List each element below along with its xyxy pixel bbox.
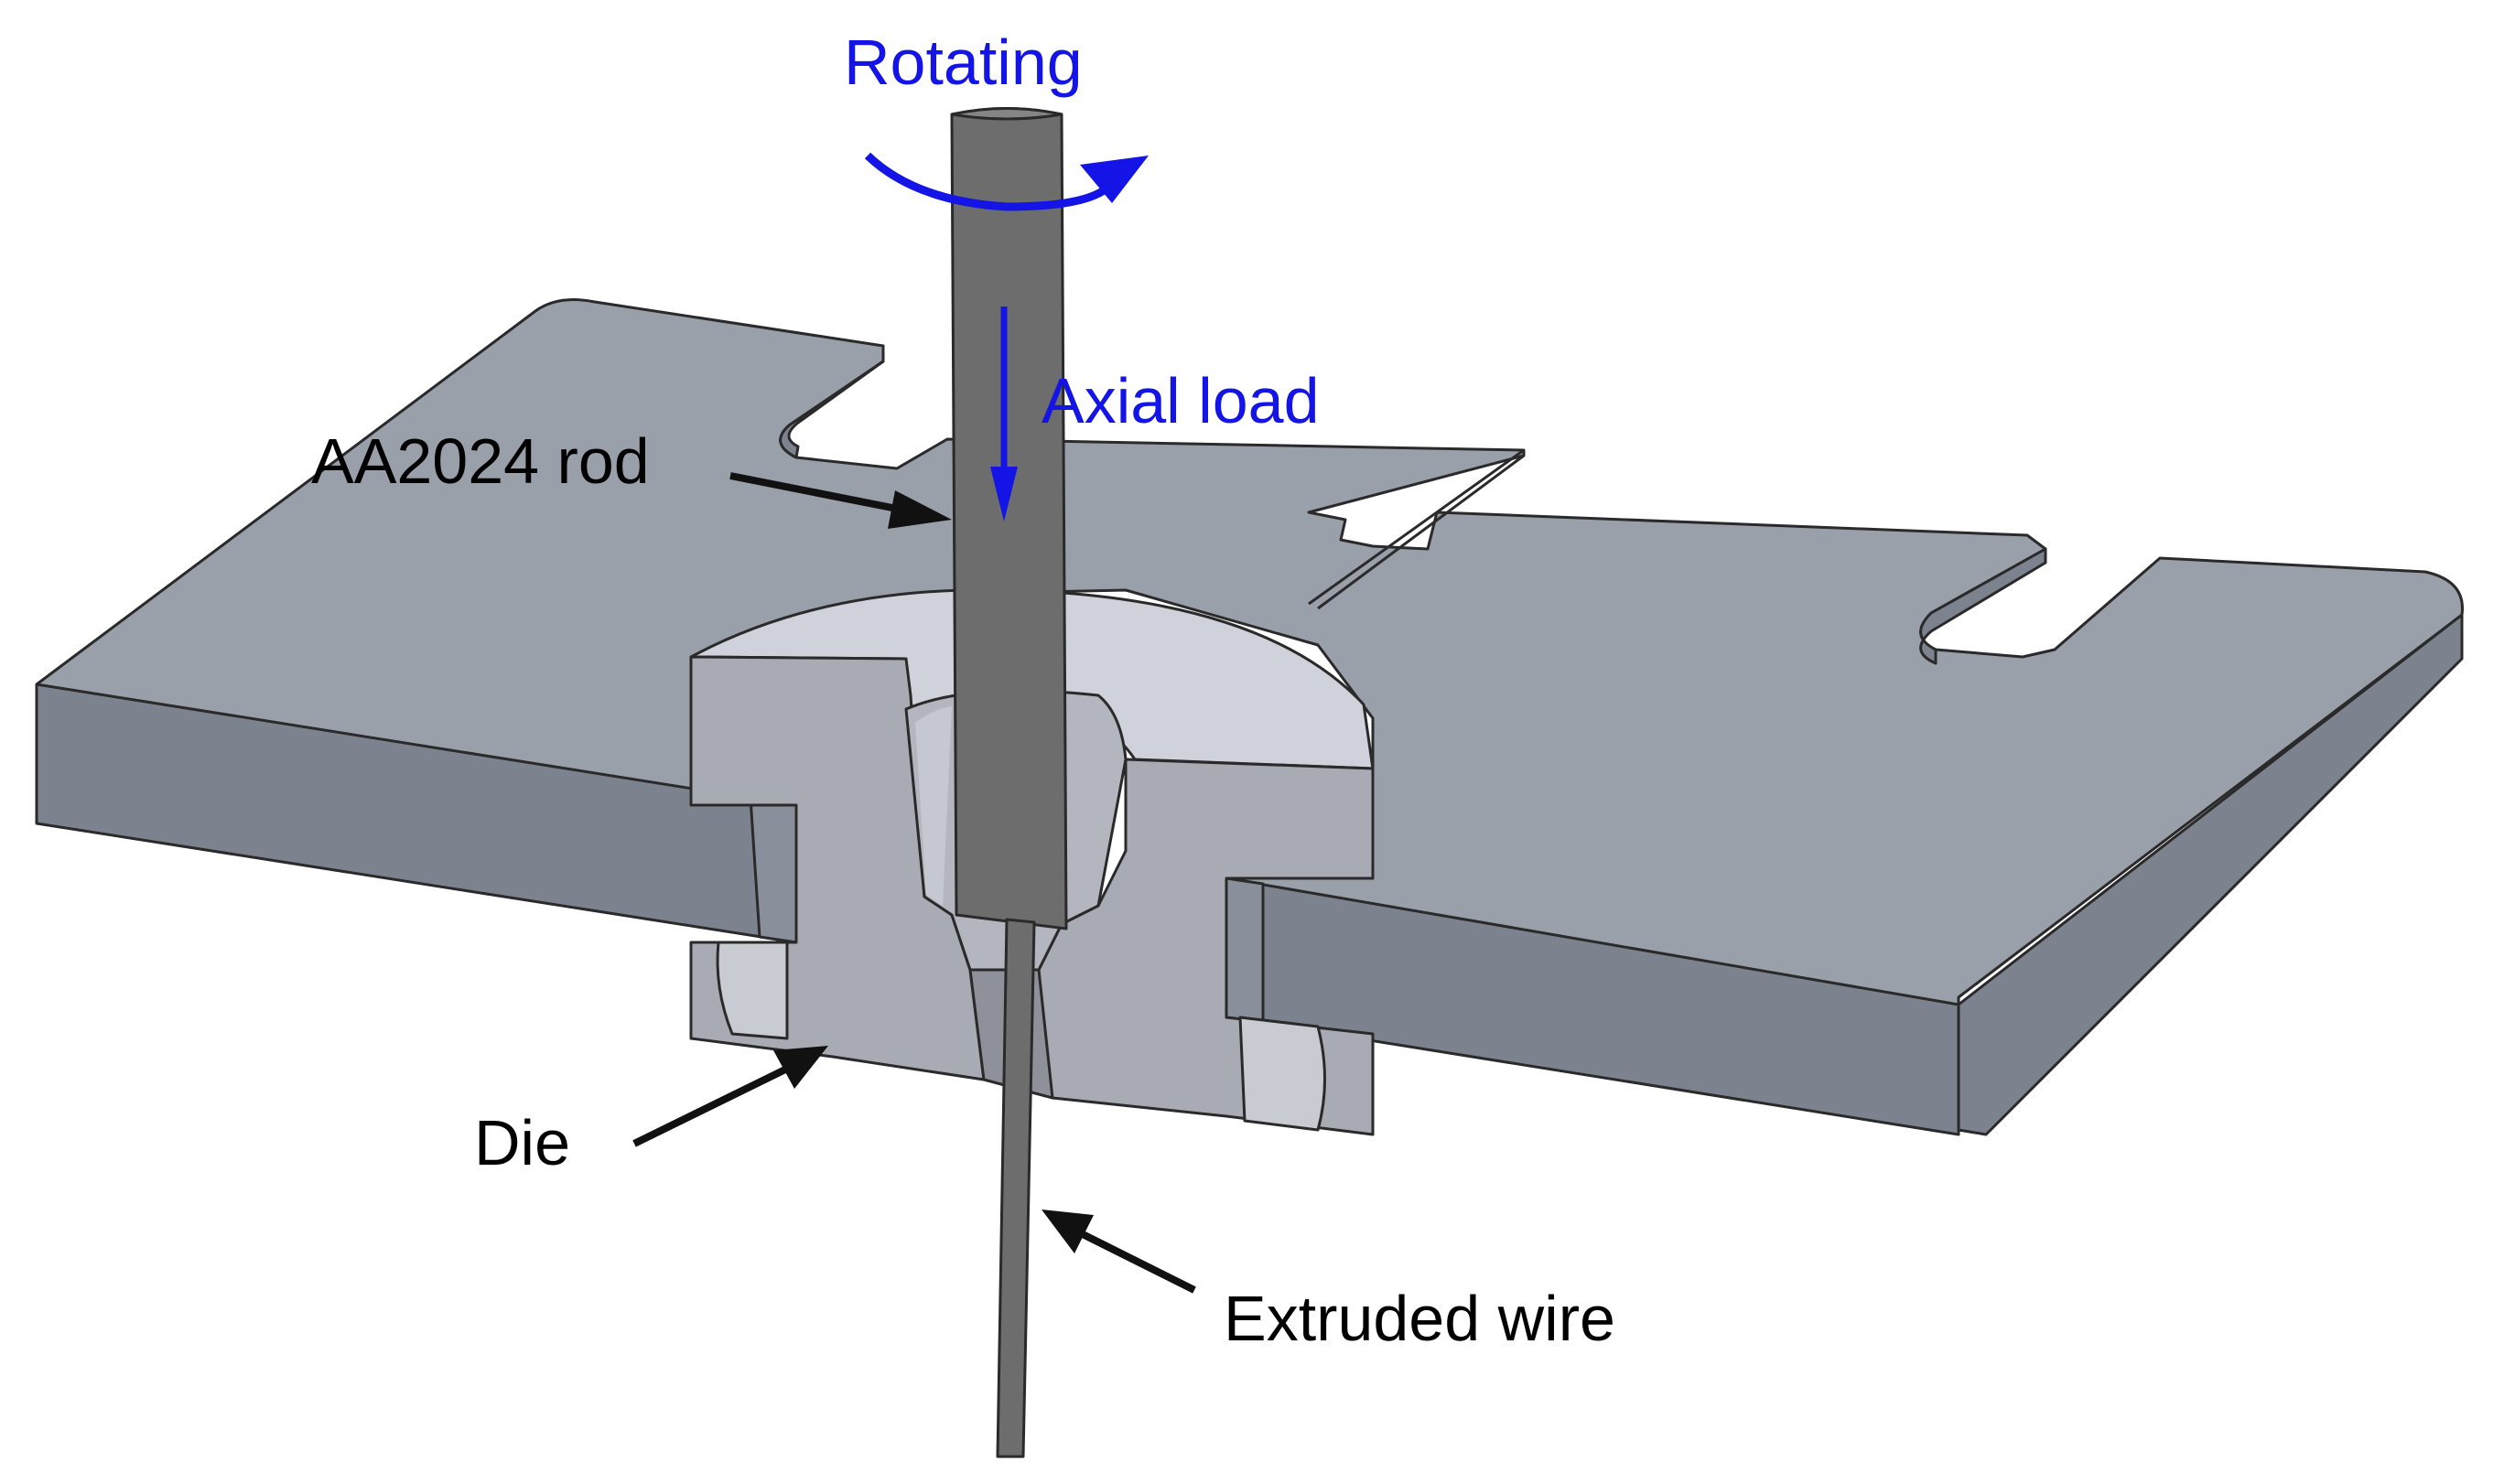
- base-plate-right-side: [1957, 613, 2464, 1136]
- axial-load-arrowhead: [990, 467, 1018, 522]
- wire-pointer-line: [1074, 1227, 1196, 1294]
- left-plate-front-highlight: [749, 796, 798, 944]
- label-die: Die: [474, 1107, 570, 1178]
- rod-pointer-head: [888, 490, 952, 529]
- die-pointer-line: [632, 1065, 789, 1147]
- rod-pointer-line: [729, 472, 907, 514]
- die-bore-shadow: [915, 706, 952, 906]
- right-plate-front-highlight: [1225, 876, 1265, 1025]
- label-axial-load: Axial load: [1042, 365, 1320, 436]
- rotation-arrow: [864, 152, 1116, 211]
- die-right-pocket: [1238, 1016, 1326, 1132]
- plate-split-line: [1308, 448, 1525, 610]
- die-left-pocket: [716, 941, 789, 1040]
- right-slot-wall: [1919, 547, 2047, 665]
- label-extruded-wire: Extruded wire: [1224, 1283, 1615, 1354]
- label-rotating: Rotating: [844, 27, 1083, 98]
- wire-pointer-head: [1042, 1210, 1094, 1253]
- aa2024-rod-top: [950, 107, 1063, 121]
- aa2024-rod: [950, 107, 1068, 930]
- rotation-arrowhead: [1080, 156, 1149, 203]
- left-slot-wall: [779, 344, 885, 459]
- label-aa2024-rod: AA2024 rod: [311, 425, 650, 497]
- extruded-wire: [996, 918, 1036, 1458]
- die-pointer-head: [773, 1046, 828, 1089]
